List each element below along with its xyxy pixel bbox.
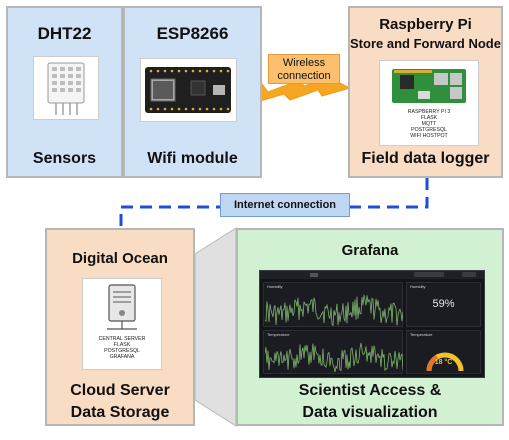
internet-connection-label: Internet connection: [220, 193, 350, 217]
raspberry-pi-board-icon: [392, 69, 466, 103]
humidity-sparkline: [265, 294, 403, 326]
esp8266-board-icon: [145, 67, 231, 113]
server-image: CENTRAL SERVER FLASK POSTGRESQL GRAFANA: [82, 278, 162, 370]
raspberry-pi-label: Field data logger: [361, 150, 490, 167]
panel-temperature-graph-title: Temperature: [267, 332, 290, 337]
esp8266-title: ESP8266: [156, 24, 229, 43]
humidity-value: 59%: [432, 298, 455, 310]
sparkline-trace: [265, 294, 403, 326]
server-icon: [107, 284, 137, 330]
grafana-title: Grafana: [341, 242, 399, 259]
temperature-value: 18 °C: [434, 359, 453, 366]
raspberry-stack-item: POSTGRESQL: [411, 127, 447, 133]
server-stack-item: FLASK: [113, 342, 131, 348]
raspberry-pi-stack: RASPBERRY PI 3 FLASK MQTT POSTGRESQL WIF…: [380, 109, 478, 139]
wireless-line2: connection: [277, 70, 331, 82]
grafana-dashboard: Humidity Humidity 59% Temperature Temper…: [259, 270, 485, 378]
esp8266-label: Wifi module: [147, 150, 238, 167]
wireless-line1: Wireless: [282, 57, 326, 69]
panel-humidity-graph: Humidity: [263, 282, 403, 327]
dht22-node: DHT22 Sensors: [6, 6, 123, 178]
cloud-server-label: Cloud Server: [70, 382, 170, 399]
digital-ocean-node: Digital Ocean CENTRAL SERVER FLASK POSTG…: [45, 228, 195, 426]
raspberry-pi-subtitle: Store and Forward Node: [350, 36, 501, 51]
server-stack: CENTRAL SERVER FLASK POSTGRESQL GRAFANA: [83, 336, 161, 360]
data-visualization-label: Data visualization: [302, 404, 438, 421]
grafana-node: Grafana Humidity Humidity 59% Temperatur…: [236, 228, 504, 426]
digital-ocean-title: Digital Ocean: [72, 250, 168, 267]
raspberry-stack-item: RASPBERRY PI 3: [407, 109, 451, 115]
panel-humidity-graph-title: Humidity: [267, 284, 283, 289]
server-stack-item: CENTRAL SERVER: [98, 336, 146, 342]
dht22-sensor-image: [33, 56, 99, 120]
dashboard-topbar: [260, 271, 484, 279]
panel-temperature-gauge-title: Temperature: [410, 332, 433, 337]
zoom-funnel: [194, 227, 237, 427]
panel-temperature-graph: Temperature: [263, 330, 403, 374]
data-storage-label: Data Storage: [70, 404, 170, 421]
scientist-access-label: Scientist Access &: [298, 382, 442, 399]
raspberry-pi-image: RASPBERRY PI 3 FLASK MQTT POSTGRESQL WIF…: [379, 60, 479, 146]
wireless-connection-label: Wireless connection: [268, 54, 340, 84]
raspberry-pi-title: Raspberry Pi: [379, 16, 472, 33]
panel-humidity-stat-title: Humidity: [410, 284, 426, 289]
raspberry-pi-node: Raspberry Pi Store and Forward Node RASP…: [348, 6, 503, 178]
raspberry-stack-item: MQTT: [421, 121, 437, 127]
dht22-title: DHT22: [37, 24, 92, 43]
server-stack-item: GRAFANA: [109, 354, 135, 360]
dht22-label: Sensors: [32, 150, 97, 167]
panel-temperature-gauge: Temperature 18 °C: [406, 330, 481, 374]
temperature-gauge-icon: [426, 352, 464, 372]
esp8266-board-image: [140, 58, 237, 122]
dht22-sensor-icon: [47, 62, 85, 115]
server-stack-item: POSTGRESQL: [104, 348, 140, 354]
esp8266-node: ESP8266 Wifi module: [123, 6, 262, 178]
raspberry-stack-item: WIFI HOSTPOT: [410, 133, 448, 139]
temperature-sparkline: [265, 342, 403, 372]
sparkline-trace: [265, 342, 403, 372]
raspberry-stack-item: FLASK: [420, 115, 438, 121]
panel-humidity-stat: Humidity 59%: [406, 282, 481, 327]
